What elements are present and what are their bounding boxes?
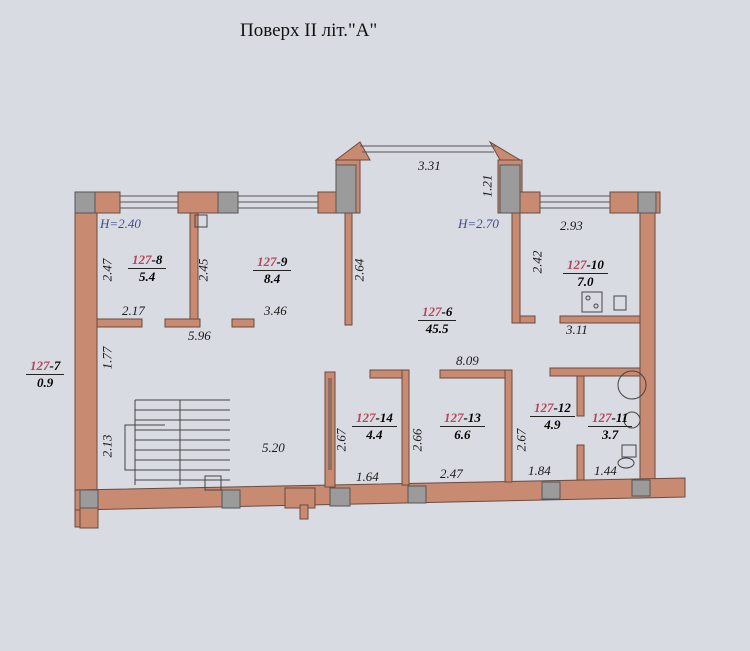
- dimension: 2.66: [409, 428, 425, 452]
- dimension: 3.46: [264, 303, 287, 318]
- dimension: 2.93: [560, 218, 583, 233]
- dimension: 1.64: [356, 469, 379, 484]
- dimension: 2.13: [99, 434, 115, 458]
- wall-left: [74, 191, 98, 528]
- windows: [120, 145, 610, 470]
- fixtures-icon: [581, 291, 647, 469]
- dimension: 2.42: [529, 250, 545, 274]
- dimension: 5.96: [188, 328, 211, 343]
- dimension: 1.77: [99, 346, 115, 370]
- stairs-icon: [124, 214, 230, 491]
- dimension: 1.84: [528, 463, 551, 478]
- dimension: 2.67: [333, 428, 349, 452]
- dimension: 1.21: [479, 174, 495, 198]
- dimension: 8.09: [456, 353, 479, 368]
- dimension: 2.47: [99, 258, 115, 282]
- ceiling-height: H=2.70: [458, 216, 499, 231]
- dimension: 2.17: [122, 303, 145, 318]
- dimension: 3.11: [566, 322, 588, 337]
- ceiling-height: H=2.40: [100, 216, 141, 231]
- dimension: 2.64: [351, 258, 367, 282]
- plan-title: Поверх II літ."А": [240, 20, 378, 41]
- dimension: 1.44: [594, 463, 617, 478]
- wall-bottom: [74, 477, 686, 511]
- wall-right: [639, 191, 656, 493]
- dimension: 2.67: [513, 428, 529, 452]
- dimension: 2.47: [440, 466, 463, 481]
- dimension: 3.31: [418, 158, 441, 173]
- dimension: 5.20: [262, 440, 285, 455]
- dimension: 2.45: [195, 258, 211, 282]
